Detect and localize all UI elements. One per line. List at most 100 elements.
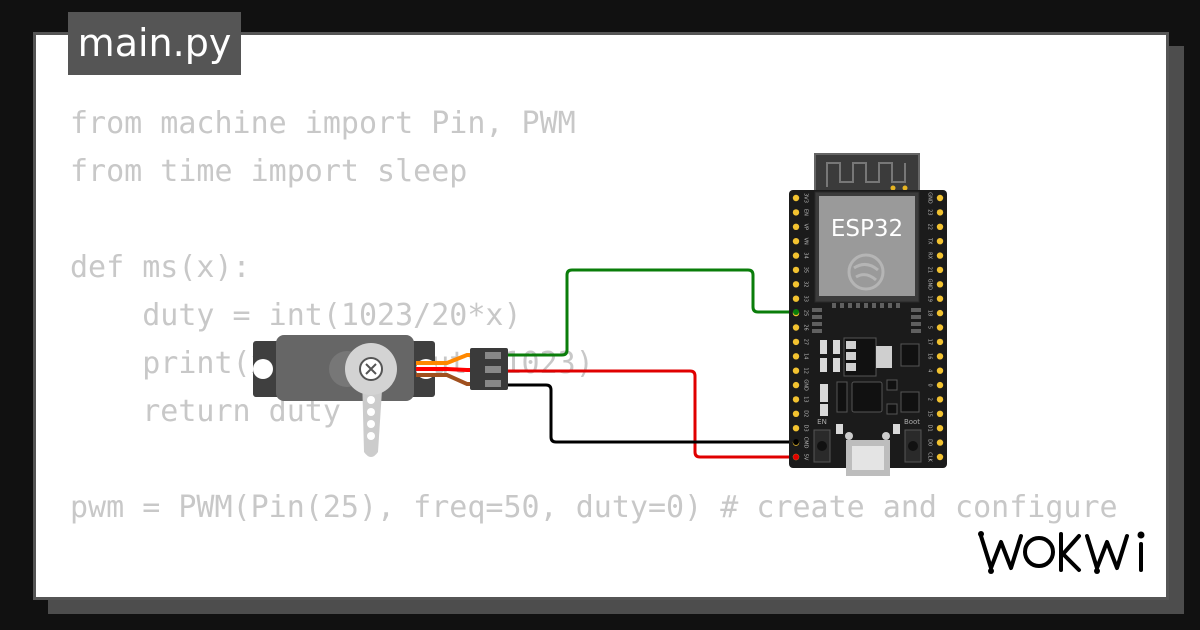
en-button[interactable] bbox=[813, 429, 831, 463]
pin-label: D2 bbox=[803, 410, 809, 417]
pin-label: CMD bbox=[803, 437, 809, 449]
pin-header[interactable] bbox=[792, 353, 800, 360]
servo-motor[interactable] bbox=[253, 335, 508, 457]
pin-label: 19 bbox=[927, 296, 933, 302]
pin-header[interactable] bbox=[792, 324, 800, 331]
code-line: from machine import Pin, PWM bbox=[70, 106, 576, 141]
horn-hole bbox=[367, 396, 375, 404]
pin-label: D3 bbox=[803, 425, 809, 432]
pin-header[interactable] bbox=[792, 252, 800, 259]
pin-header[interactable] bbox=[792, 223, 800, 230]
pin-header[interactable] bbox=[792, 410, 800, 417]
pin-label: 23 bbox=[927, 209, 933, 215]
boot-button[interactable] bbox=[904, 429, 922, 463]
pin-header[interactable] bbox=[936, 410, 944, 417]
en-label: EN bbox=[817, 418, 827, 426]
pin-label: VP bbox=[803, 224, 809, 230]
pin-label: EN bbox=[803, 209, 809, 216]
pin-label: 0 bbox=[927, 384, 933, 387]
pin-label: 17 bbox=[927, 339, 933, 345]
pin-label: 18 bbox=[927, 310, 933, 316]
pin-label: 32 bbox=[803, 281, 809, 287]
pin-label: 21 bbox=[927, 267, 933, 273]
pin-header[interactable] bbox=[936, 238, 944, 245]
pin-label: 35 bbox=[803, 267, 809, 273]
pin-label: RX bbox=[927, 252, 933, 259]
pin-header[interactable] bbox=[936, 281, 944, 288]
pin-label: 16 bbox=[927, 353, 933, 359]
pin-header[interactable] bbox=[792, 425, 800, 432]
wokwi-logo bbox=[978, 531, 1145, 574]
code-line: duty = int(1023/20*x) bbox=[70, 298, 522, 333]
code-line: def ms(x): bbox=[70, 250, 251, 285]
pin-label: D0 bbox=[927, 439, 933, 446]
pin-header[interactable] bbox=[936, 453, 944, 461]
pin-header[interactable] bbox=[792, 367, 800, 374]
pin-header[interactable] bbox=[936, 381, 944, 389]
pin-header[interactable] bbox=[792, 381, 800, 389]
antenna-pad bbox=[890, 185, 896, 191]
pin-label: 26 bbox=[803, 324, 809, 330]
pin-header[interactable] bbox=[936, 309, 944, 317]
pin-label: GND bbox=[927, 192, 933, 204]
pin-label: GND bbox=[927, 279, 933, 291]
pin-header[interactable] bbox=[936, 425, 944, 432]
antenna-pad bbox=[902, 185, 908, 191]
pin-header[interactable] bbox=[792, 266, 800, 274]
signal-wire[interactable] bbox=[505, 268, 796, 357]
smd-components bbox=[820, 337, 920, 434]
pin-label: TX bbox=[927, 237, 933, 245]
wire-end-ground bbox=[793, 439, 799, 445]
pin-label: 34 bbox=[803, 252, 809, 258]
pin-header[interactable] bbox=[936, 353, 944, 360]
mount-hole-left bbox=[253, 359, 273, 379]
pin-label: 4 bbox=[927, 369, 933, 372]
ground-wire[interactable] bbox=[505, 383, 796, 444]
pin-header[interactable] bbox=[792, 396, 800, 403]
connector-pin bbox=[485, 380, 501, 387]
esp32-shield bbox=[819, 196, 915, 296]
usb-port[interactable] bbox=[845, 432, 890, 476]
power-wire[interactable] bbox=[505, 369, 796, 459]
pin-header[interactable] bbox=[936, 338, 944, 346]
pin-header[interactable] bbox=[936, 396, 944, 403]
pin-header[interactable] bbox=[936, 223, 944, 230]
espressif-logo-icon bbox=[847, 253, 885, 291]
pin-header[interactable] bbox=[792, 281, 800, 288]
pin-header[interactable] bbox=[936, 295, 944, 302]
screw-cross-icon bbox=[365, 363, 377, 375]
pin-label: 27 bbox=[803, 339, 809, 345]
pin-label: 3V3 bbox=[803, 193, 809, 203]
pin-header[interactable] bbox=[936, 266, 944, 274]
pin-header[interactable] bbox=[792, 338, 800, 346]
pin-label: 33 bbox=[803, 296, 809, 302]
horn-hole bbox=[367, 408, 375, 416]
boot-label: Boot bbox=[904, 418, 920, 426]
pin-header[interactable] bbox=[936, 367, 944, 374]
pin-header[interactable] bbox=[792, 238, 800, 245]
pin-header[interactable] bbox=[936, 324, 944, 331]
horn-hole bbox=[367, 432, 375, 440]
esp32-board[interactable]: ESP32 bbox=[789, 153, 947, 476]
pin-header[interactable] bbox=[792, 209, 800, 216]
pin-label: 2 bbox=[927, 398, 933, 401]
pin-header[interactable] bbox=[936, 252, 944, 259]
pin-header[interactable] bbox=[792, 194, 800, 202]
pin-label: CLK bbox=[927, 452, 933, 462]
pin-label: 12 bbox=[803, 368, 809, 374]
antenna-trace bbox=[826, 162, 906, 187]
pin-header[interactable] bbox=[936, 209, 944, 216]
left-pin-headers: 3V3ENVPVN343532332526271412GND13D2D3CMD5… bbox=[792, 193, 809, 461]
horn-hole bbox=[367, 420, 375, 428]
code-line: from time import sleep bbox=[70, 154, 468, 189]
pin-header[interactable] bbox=[792, 295, 800, 302]
wire-end-power bbox=[793, 454, 799, 460]
pin-label: VN bbox=[803, 238, 809, 245]
pin-header[interactable] bbox=[936, 439, 944, 446]
pin-label: D1 bbox=[927, 425, 933, 432]
pin-header[interactable] bbox=[936, 194, 944, 202]
wire-end-signal bbox=[793, 309, 799, 315]
pin-label: 22 bbox=[927, 224, 933, 230]
